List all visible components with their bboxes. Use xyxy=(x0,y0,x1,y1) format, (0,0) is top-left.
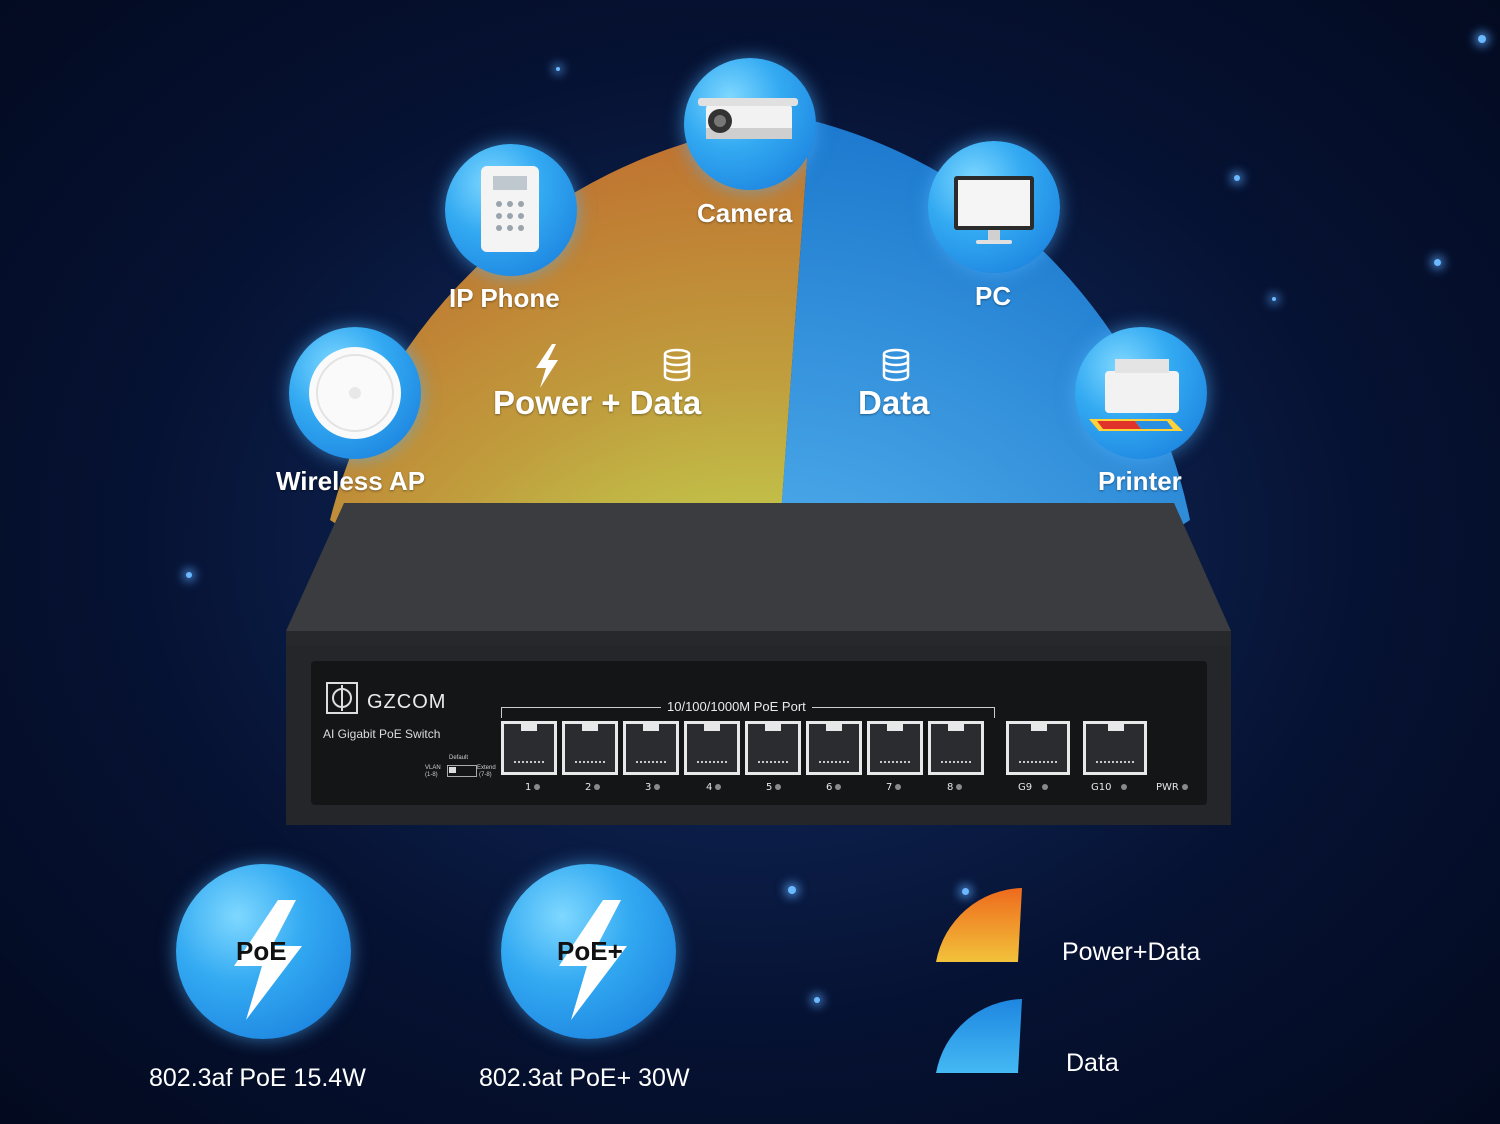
uplink-port-g10[interactable] xyxy=(1083,721,1147,775)
glow-star xyxy=(788,886,796,894)
legend-data-swatch xyxy=(936,999,1022,1073)
port-led xyxy=(654,784,661,790)
glow-star xyxy=(1434,259,1441,266)
poe-badge-caption: 802.3af PoE 15.4W xyxy=(149,1064,366,1092)
port-number: 5 xyxy=(766,782,782,793)
database-icon xyxy=(882,348,910,382)
ip-phone-circle xyxy=(445,144,577,276)
ip-phone-icon xyxy=(481,166,539,252)
wireless-ap-icon xyxy=(309,347,401,439)
port-led xyxy=(715,784,722,790)
lightning-icon xyxy=(559,900,627,1020)
printer-label: Printer xyxy=(1098,466,1182,496)
legend-power-data-swatch xyxy=(936,888,1022,962)
dip-switch-area: VLAN (1-8) Default Extend (7-8) xyxy=(423,755,503,783)
glow-star xyxy=(1478,35,1486,43)
pc-circle xyxy=(928,141,1060,273)
vlan-range-label: (1-8) xyxy=(425,772,438,778)
brand-name: GZCOM xyxy=(367,691,447,713)
gzcom-logo-icon xyxy=(326,682,358,714)
poe-plus-badge-caption: 802.3at PoE+ 30W xyxy=(479,1064,690,1092)
pc-label: PC xyxy=(975,281,1012,311)
vlan-label: VLAN xyxy=(425,765,441,771)
extend-range-label: (7-8) xyxy=(479,772,492,778)
port-header-label: 10/100/1000M PoE Port xyxy=(661,699,812,714)
switch-front-panel: GZCOM AI Gigabit PoE Switch VLAN (1-8) D… xyxy=(286,645,1231,825)
port-number: G9 xyxy=(1018,782,1049,793)
rj45-port-group: 1 2 3 4 5 6 7 8 G9 G10 PWR xyxy=(501,721,1206,821)
port-led xyxy=(534,784,541,790)
lightning-icon xyxy=(234,900,302,1020)
glow-star xyxy=(1272,297,1276,301)
camera-label: Camera xyxy=(697,198,793,228)
wireless-ap-label: Wireless AP xyxy=(276,466,426,496)
rj45-port[interactable] xyxy=(623,721,679,775)
glow-star xyxy=(186,572,192,578)
port-led xyxy=(956,784,963,790)
poe-plus-badge: PoE+ xyxy=(501,864,676,1039)
port-led xyxy=(835,784,842,790)
port-number: 3 xyxy=(645,782,661,793)
port-number: 1 xyxy=(525,782,541,793)
rj45-port[interactable] xyxy=(501,721,557,775)
model-name: AI Gigabit PoE Switch xyxy=(323,727,441,741)
dip-switch[interactable] xyxy=(447,765,477,777)
legend-data-label: Data xyxy=(1066,1049,1119,1077)
port-led xyxy=(775,784,782,790)
switch-top-panel xyxy=(286,503,1231,645)
glow-star xyxy=(556,67,560,71)
port-number: 4 xyxy=(706,782,722,793)
poe-badge-title: PoE xyxy=(236,936,287,966)
port-number: 7 xyxy=(886,782,902,793)
camera-circle xyxy=(684,58,816,190)
default-label: Default xyxy=(449,755,469,761)
port-number: G10 xyxy=(1091,782,1128,793)
database-icon xyxy=(663,348,691,382)
extend-label: Extend xyxy=(477,765,496,771)
lightning-icon xyxy=(536,344,558,388)
port-number: 8 xyxy=(947,782,963,793)
port-led xyxy=(1121,784,1128,790)
glow-star xyxy=(1234,175,1240,181)
port-number: 6 xyxy=(826,782,842,793)
poe-switch: GZCOM AI Gigabit PoE Switch VLAN (1-8) D… xyxy=(286,503,1231,825)
port-led xyxy=(895,784,902,790)
power-data-sector-label: Power + Data xyxy=(493,384,702,421)
port-led xyxy=(1042,784,1049,790)
pwr-led xyxy=(1181,784,1188,790)
legend-power-data-label: Power+Data xyxy=(1062,938,1201,966)
wireless-ap-circle xyxy=(289,327,421,459)
rj45-port[interactable] xyxy=(684,721,740,775)
rj45-port[interactable] xyxy=(867,721,923,775)
pc-icon xyxy=(954,176,1034,244)
rj45-port[interactable] xyxy=(806,721,862,775)
switch-faceplate: GZCOM AI Gigabit PoE Switch VLAN (1-8) D… xyxy=(311,661,1207,805)
rj45-port[interactable] xyxy=(562,721,618,775)
poe-badge: PoE xyxy=(176,864,351,1039)
poe-plus-badge-title: PoE+ xyxy=(557,936,623,966)
ip-phone-label: IP Phone xyxy=(449,283,560,313)
port-led xyxy=(594,784,601,790)
glow-star xyxy=(814,997,820,1003)
rj45-port[interactable] xyxy=(745,721,801,775)
pwr-indicator: PWR xyxy=(1156,782,1188,793)
port-number: 2 xyxy=(585,782,601,793)
printer-icon xyxy=(1089,359,1183,431)
camera-icon xyxy=(698,98,798,139)
rj45-port[interactable] xyxy=(928,721,984,775)
printer-circle xyxy=(1075,327,1207,459)
uplink-port-g9[interactable] xyxy=(1006,721,1070,775)
data-sector-label: Data xyxy=(858,384,930,421)
glow-star xyxy=(962,888,969,895)
